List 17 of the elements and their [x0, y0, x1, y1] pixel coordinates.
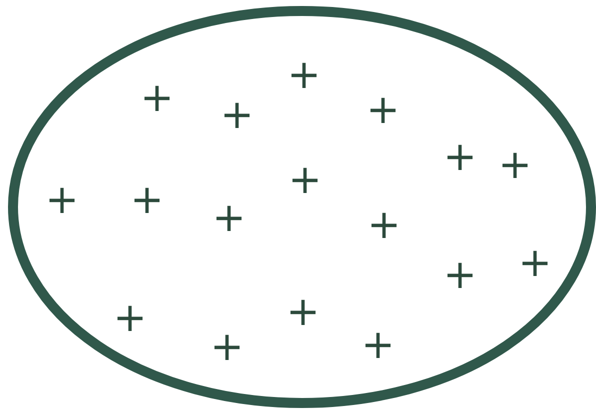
- plus-sign: +: [518, 243, 552, 283]
- plus-sign: +: [366, 90, 400, 130]
- plus-sign: +: [443, 255, 477, 295]
- plus-sign: +: [140, 78, 174, 118]
- plus-sign: +: [220, 95, 254, 135]
- plus-sign: +: [443, 137, 477, 177]
- plus-sign: +: [287, 55, 321, 95]
- plus-sign: +: [45, 180, 79, 220]
- plus-sign: +: [210, 327, 244, 367]
- plus-sign: +: [286, 292, 320, 332]
- plus-sign: +: [367, 205, 401, 245]
- plus-sign: +: [498, 145, 532, 185]
- plus-sign: +: [130, 180, 164, 220]
- plus-sign: +: [361, 325, 395, 365]
- plus-sign: +: [113, 298, 147, 338]
- plus-sign: +: [212, 198, 246, 238]
- plus-sign: +: [288, 160, 322, 200]
